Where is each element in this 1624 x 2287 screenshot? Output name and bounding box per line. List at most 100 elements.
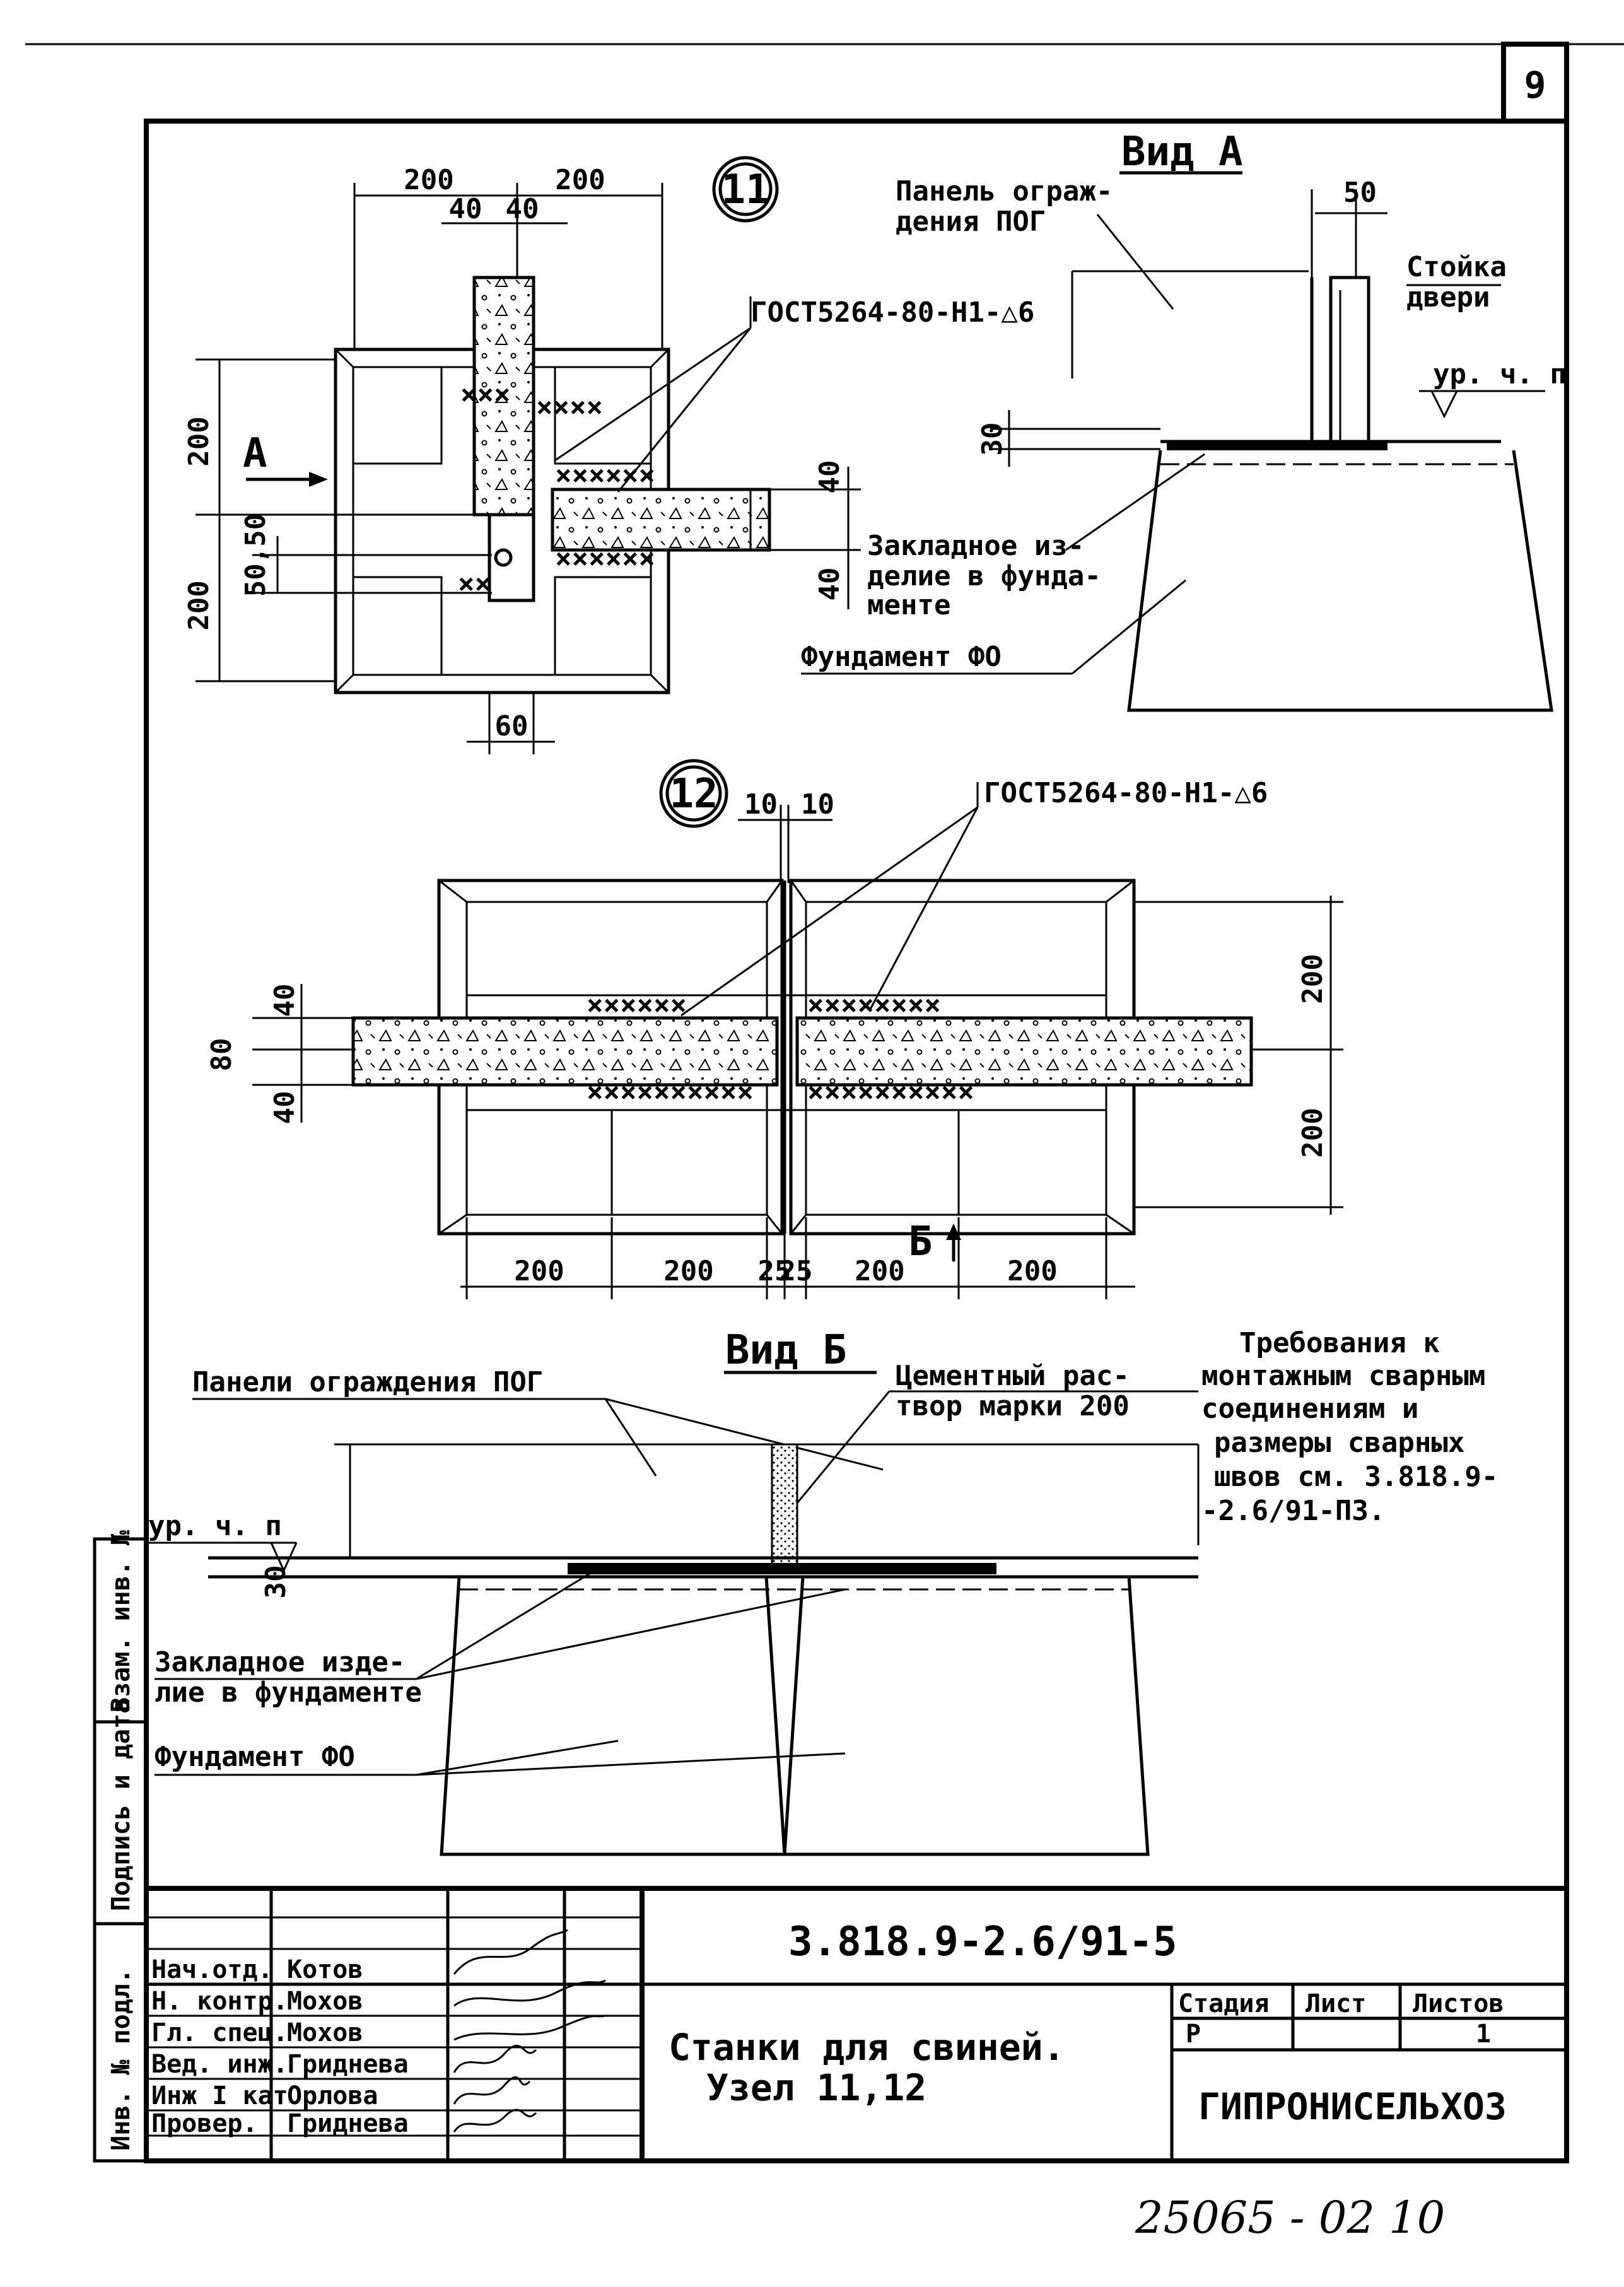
side-stamp-sign: Подпись и дата [107,1699,136,1911]
svg-text:××××××××××: ×××××××××× [587,1076,754,1108]
sheets-header: Листов [1413,1989,1504,2018]
view-a-post-label-1: Стойка [1406,251,1507,283]
n11-dim-right-top: 40 [814,460,846,494]
tb-name-4: Гриднева [287,2050,409,2079]
req-line-1: Требования к [1239,1327,1440,1359]
view-a-embed-label-3: менте [867,589,950,621]
svg-text:××××××: ×××××× [587,989,687,1021]
n11-dim-inner-left: 40 [449,193,482,225]
n11-dim-left-top: 200 [183,416,215,466]
view-b: Вид Б Панели ограждения ПОГ Цементный ра… [146,1327,1200,1856]
view-b-panels-label: Панели ограждения ПОГ [192,1366,543,1398]
n11-dim-top-left: 200 [404,164,453,196]
view-a-title: Вид А [1121,129,1243,175]
view-a-foundation-label: Фундамент ФО [801,641,1002,673]
tb-name-2: Мохов [287,1987,363,2016]
sheet-frame [25,42,1624,2163]
tb-name-6: Гриднева [287,2109,409,2138]
title-line-2: Узел 11,12 [706,2066,926,2109]
n12-dim-bottom-3: 25 [758,1255,792,1287]
view-a-dim-30: 30 [976,423,1008,456]
svg-text:30: 30 [976,423,1008,456]
view-a-level: ур. ч. п [1433,358,1567,390]
sheets-value: 1 [1476,2020,1491,2049]
req-line-5: швов см. 3.818.9- [1214,1461,1498,1493]
svg-text:××: ×× [458,568,491,600]
node-11-label: 11 [721,167,769,213]
svg-text:40: 40 [269,1091,301,1125]
n12-dim-bottom-6: 200 [1007,1255,1057,1287]
n12-dim-left-top: 40 [269,984,301,1017]
n12-dim-bottom-1: 200 [514,1255,564,1287]
req-line-2: монтажным сварным [1201,1360,1485,1392]
n11-weld-note: ГОСТ5264-80-Н1-△6 [751,296,1034,329]
n11-dim-bottom: 60 [495,710,529,742]
stage-header: Стадия [1178,1989,1270,2018]
svg-text:200: 200 [1297,954,1329,1003]
side-stamp: Инв. № подл. Подпись и дата Взам. инв. № [93,1530,148,2163]
n12-dim-bottom-2: 200 [663,1255,713,1287]
title-line-1: Станки для свиней. [669,2026,1065,2069]
n11-dim-left-bottom: 200 [183,580,215,630]
svg-text:××××: ×××× [536,391,603,423]
svg-text:××××××××: ×××××××× [807,989,941,1021]
n12-dim-right-top: 200 [1297,954,1329,1003]
svg-text:200: 200 [1297,1108,1329,1157]
req-line-6: -2.6/91-ПЗ. [1201,1495,1385,1527]
svg-text:××××××××××: ×××××××××× [807,1076,974,1108]
organization: ГИПРОНИСЕЛЬХОЗ [1198,2085,1507,2128]
section-b-label: Б [908,1219,933,1265]
view-b-embed-label-1: Закладное изде- [155,1646,405,1678]
view-a: Вид А Панель ограж- дения ПОГ 50 Стойка … [801,129,1567,712]
title-block: 3.818.9-2.6/91-5 Нач.отд. Котов Н. контр… [146,1886,1567,2161]
tb-name-3: Мохов [287,2018,363,2047]
view-a-embed-label-1: Закладное из- [867,530,1084,562]
tb-role-3: Гл. спец. [151,2018,288,2047]
tb-role-4: Вед. инж. [151,2050,288,2079]
n12-dim-right-bottom: 200 [1297,1108,1329,1157]
svg-text:40: 40 [814,568,846,601]
n12-weld-note: ГОСТ5264-80-Н1-△6 [984,777,1268,809]
tb-role-2: Н. контр. [151,1987,288,2016]
side-stamp-inv: Инв. № подл. [107,1968,136,2151]
tb-role-5: Инж I кат [151,2081,288,2110]
view-a-panel-label-1: Панель ограж- [896,175,1113,208]
view-a-panel-label-2: дения ПОГ [896,206,1046,238]
view-a-arrow-label: А [243,430,267,477]
requirements-note: Требования к монтажным сварным соединени… [1201,1327,1498,1527]
n12-dim-left-bottom: 40 [269,1091,301,1125]
view-b-embed-label-2: лие в фундаменте [155,1676,422,1709]
svg-text:50,50: 50,50 [240,513,272,597]
svg-text:200: 200 [183,580,215,630]
view-b-foundation-label: Фундамент ФО [155,1741,355,1773]
tb-name-1: Котов [287,1955,363,1984]
tb-role-6: Провер. [151,2109,258,2138]
n12-dim-top-right: 10 [801,788,834,821]
svg-text:××××××: ×××××× [555,542,655,575]
n12-dim-top-left: 10 [744,788,778,821]
svg-text:××××××: ×××××× [555,459,655,491]
svg-text:40: 40 [814,460,846,494]
svg-text:200: 200 [183,416,215,466]
svg-text:40: 40 [269,984,301,1017]
n11-dim-left-mid: 50,50 [240,513,272,597]
n12-dim-left-mid: 80 [206,1038,238,1072]
view-b-dim-30: 30 [260,1565,292,1599]
svg-text:×××: ××× [460,378,510,411]
node-12-plan: 12 10 10 ГОСТ5264-80-Н1-△6 ×××××× ×××××× [206,759,1343,1299]
n11-dim-inner-right: 40 [506,193,539,225]
n12-dim-bottom-5: 200 [855,1255,904,1287]
view-b-title: Вид Б [725,1327,847,1374]
req-line-4: размеры сварных [1214,1427,1464,1459]
view-b-level: ур. ч. п [148,1510,282,1542]
svg-text:80: 80 [206,1038,238,1072]
svg-text:30: 30 [260,1565,292,1599]
tb-role-1: Нач.отд. [151,1955,273,1984]
n12-dim-bottom-4: 25 [780,1255,813,1287]
n11-dim-top-right: 200 [555,164,605,196]
view-a-dim-50: 50 [1343,177,1377,209]
page-number: 9 [1524,64,1546,107]
signatures [453,1929,606,2132]
stage-value: Р [1186,2020,1201,2049]
